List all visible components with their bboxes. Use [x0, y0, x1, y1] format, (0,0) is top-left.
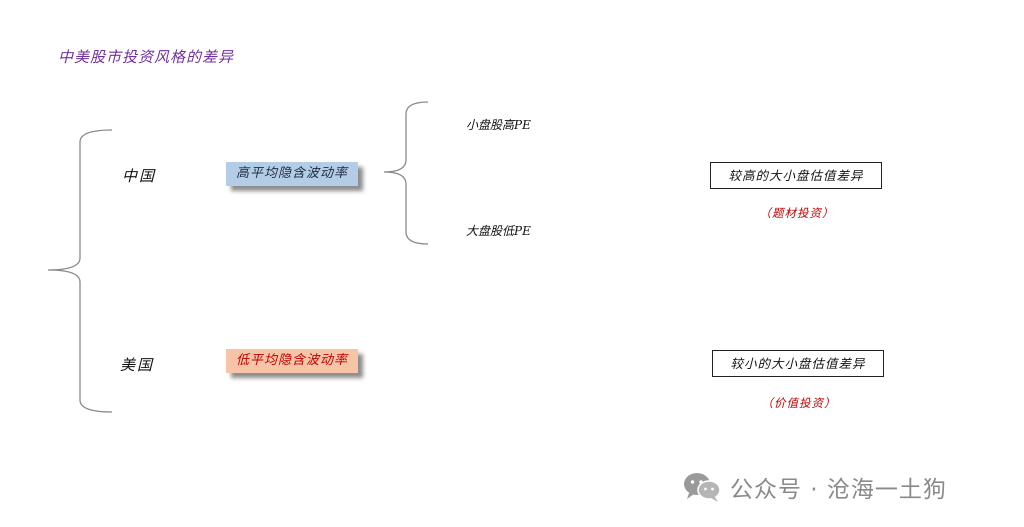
usa-result-box: 较小的大小盘估值差异	[712, 350, 884, 377]
page-title: 中美股市投资风格的差异	[58, 48, 235, 66]
watermark-text: 公众号 · 沧海一土狗	[730, 477, 947, 503]
china-note: （题材投资）	[759, 206, 835, 220]
wechat-icon	[684, 473, 721, 502]
china-volatility-box: 高平均隐含波动率	[226, 162, 358, 186]
watermark: 公众号 · 沧海一土狗	[682, 470, 947, 504]
china-sub-brace	[383, 101, 429, 245]
main-brace	[47, 129, 113, 413]
large-cap-pe-label: 大盘股低PE	[466, 224, 531, 238]
china-label: 中国	[122, 167, 157, 185]
small-cap-pe-label: 小盘股高PE	[466, 118, 531, 132]
usa-label: 美国	[120, 356, 155, 374]
usa-note: （价值投资）	[761, 396, 837, 410]
usa-volatility-box: 低平均隐含波动率	[226, 349, 358, 373]
china-result-box: 较高的大小盘估值差异	[710, 162, 882, 189]
